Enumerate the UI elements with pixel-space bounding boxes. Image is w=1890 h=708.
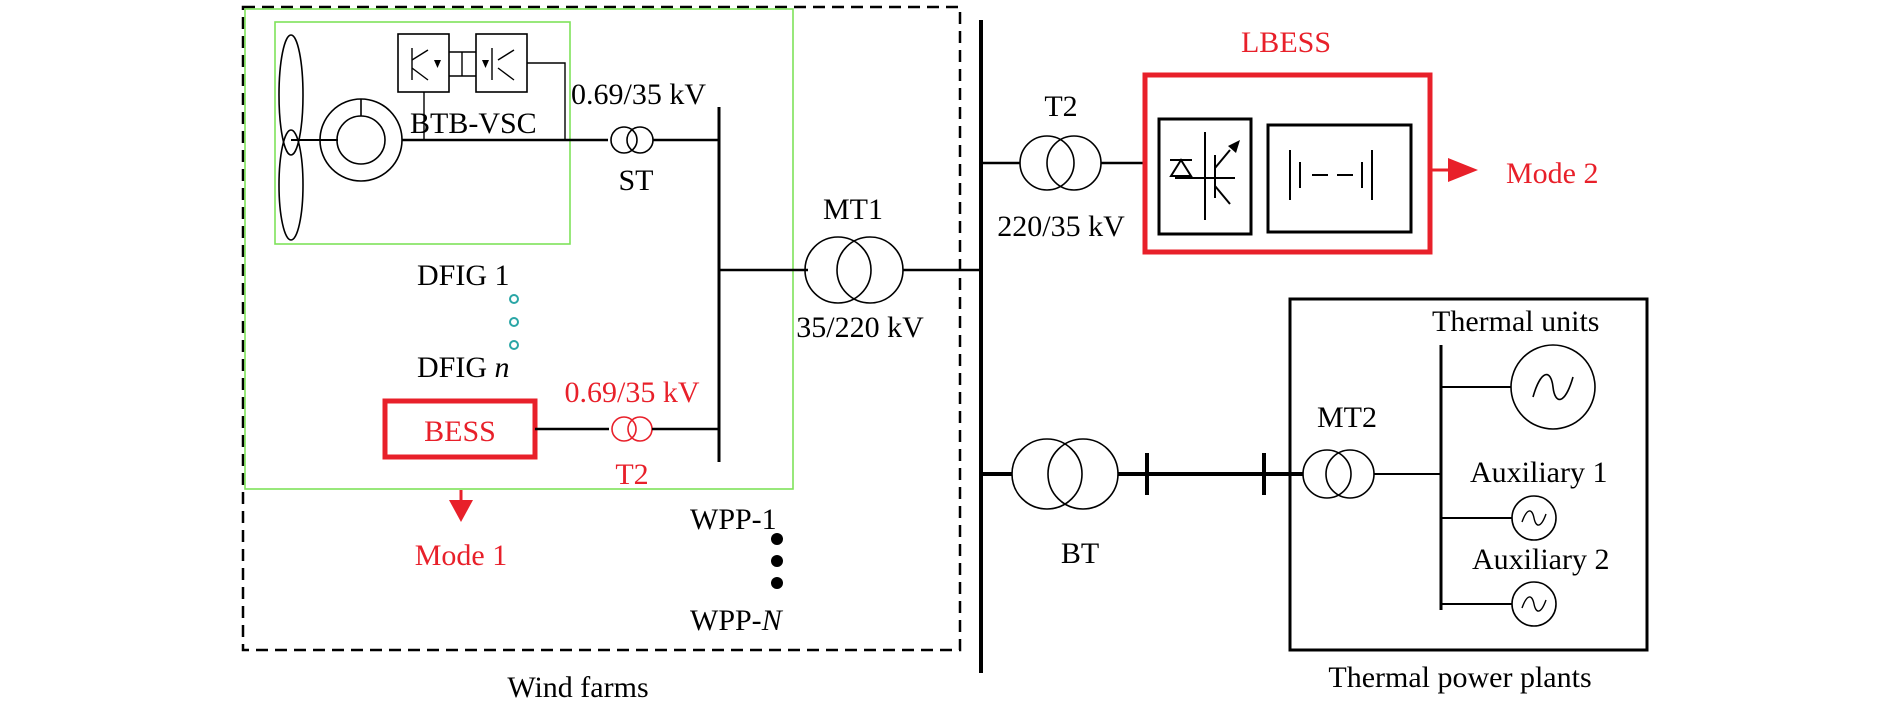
- wind-farms-boundary: [241, 5, 962, 652]
- wpp-1-label: WPP-1: [690, 503, 777, 536]
- mode-1-label: Mode 1: [415, 539, 508, 572]
- t2-top-transformer-icon: [1019, 135, 1102, 191]
- wpp-n-label: WPP-N: [690, 604, 784, 637]
- thermal-units-generator-icon: [1510, 344, 1596, 430]
- voltage-069-35-bottom-label: 0.69/35 kV: [565, 376, 700, 409]
- mt1-transformer-icon: [804, 236, 904, 304]
- mode-1-arrow-icon: [449, 490, 473, 522]
- dfig-1-label: DFIG 1: [417, 259, 510, 292]
- voltage-069-35-top-label: 0.69/35 kV: [571, 78, 706, 111]
- wpp-boundary: [244, 8, 794, 490]
- st-transformer-icon: [610, 126, 654, 154]
- t2-bottom-label: T2: [615, 458, 648, 491]
- auxiliary-1-label: Auxiliary 1: [1470, 456, 1607, 489]
- auxiliary-2-generator-icon: [1511, 581, 1557, 627]
- thermal-units-label: Thermal units: [1432, 305, 1599, 338]
- bt-label: BT: [1061, 537, 1099, 570]
- mt2-label: MT2: [1317, 401, 1377, 434]
- btb-vsc-converter-icon: [397, 33, 566, 140]
- thermal-plants-box: [1288, 297, 1649, 652]
- t2-bottom-transformer-icon: [611, 416, 653, 442]
- thermal-power-plants-label: Thermal power plants: [1328, 661, 1591, 694]
- wind-farms-label: Wind farms: [507, 671, 648, 704]
- wind-turbine-icon: [278, 34, 338, 241]
- btb-vsc-label: BTB-VSC: [410, 107, 537, 140]
- bt-transformer-icon: [1011, 438, 1119, 510]
- t2-top-label: T2: [1044, 90, 1077, 123]
- mode-2-label: Mode 2: [1506, 157, 1599, 190]
- dfig-ellipsis-dots: [509, 294, 519, 350]
- mode-2-arrow-icon: [1432, 158, 1478, 182]
- mt2-transformer-icon: [1302, 449, 1375, 499]
- bess-label: BESS: [424, 415, 496, 448]
- voltage-220-35-label: 220/35 kV: [997, 210, 1125, 243]
- voltage-35-220-label: 35/220 kV: [796, 311, 924, 344]
- lbess-battery-icon: [1266, 123, 1413, 234]
- auxiliary-1-generator-icon: [1511, 495, 1557, 541]
- mt1-label: MT1: [823, 193, 883, 226]
- wpp-ellipsis-dots: [771, 533, 783, 589]
- lbess-converter-icon: [1157, 117, 1253, 236]
- auxiliary-2-label: Auxiliary 2: [1472, 543, 1609, 576]
- dfig-boundary: [274, 21, 571, 245]
- dfig-n-label: DFIG n: [417, 351, 510, 384]
- lbess-label: LBESS: [1241, 26, 1331, 59]
- lbess-box: [1142, 72, 1433, 255]
- st-label: ST: [618, 164, 653, 197]
